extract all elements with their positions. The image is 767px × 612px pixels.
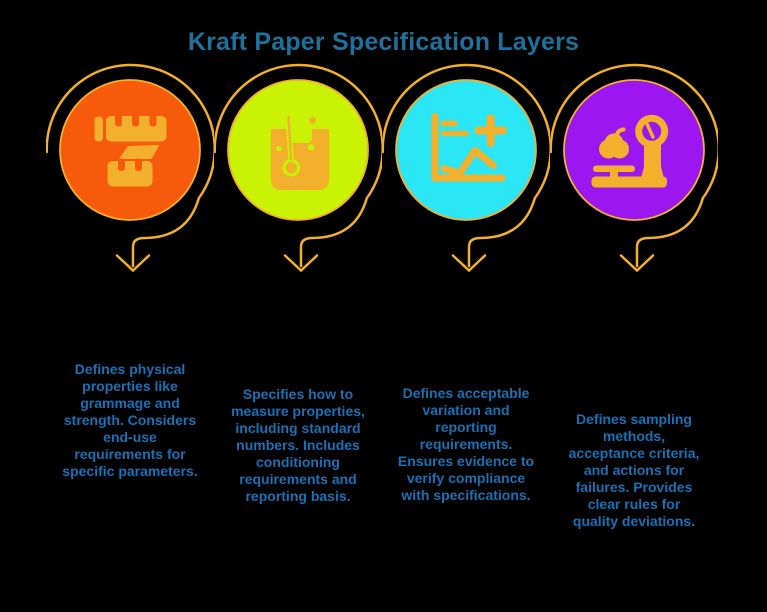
- layer-item-tolerances: Defines acceptable variation and reporti…: [382, 59, 550, 530]
- item-description: Defines physical properties like grammag…: [62, 361, 198, 479]
- layer-graphic: [214, 63, 382, 273]
- down-arrow-icon: [619, 254, 655, 273]
- ring-arc: [382, 63, 550, 268]
- item-description: Specifies how to measure properties, inc…: [231, 386, 365, 504]
- item-description: Defines sampling methods, acceptance cri…: [568, 411, 700, 529]
- down-arrow-icon: [283, 254, 319, 273]
- layer-item-physical-properties: Defines physical properties like grammag…: [46, 59, 214, 530]
- ring-arc: [46, 63, 214, 268]
- weighing-scale-icon: [591, 114, 669, 188]
- ring-arc: [550, 63, 718, 268]
- item-circle: [563, 79, 705, 221]
- page-title: Kraft Paper Specification Layers: [187, 28, 580, 56]
- layer-graphic: [550, 63, 718, 273]
- layer-item-sampling: Defines sampling methods, acceptance cri…: [550, 59, 718, 530]
- item-description: Defines acceptable variation and reporti…: [397, 385, 535, 503]
- layer-item-test-methods: Specifies how to measure properties, inc…: [214, 59, 382, 530]
- ring-arc: [214, 63, 382, 268]
- down-arrow-icon: [115, 254, 151, 273]
- beaker-test-icon: [271, 114, 329, 190]
- item-circle: [395, 79, 537, 221]
- layer-graphic: [46, 63, 214, 273]
- chart-plus-icon: [431, 113, 507, 182]
- layers-row: Defines physical properties like grammag…: [0, 59, 767, 530]
- layer-graphic: [382, 63, 550, 273]
- measuring-tape-icon: [94, 113, 167, 187]
- down-arrow-icon: [451, 254, 487, 273]
